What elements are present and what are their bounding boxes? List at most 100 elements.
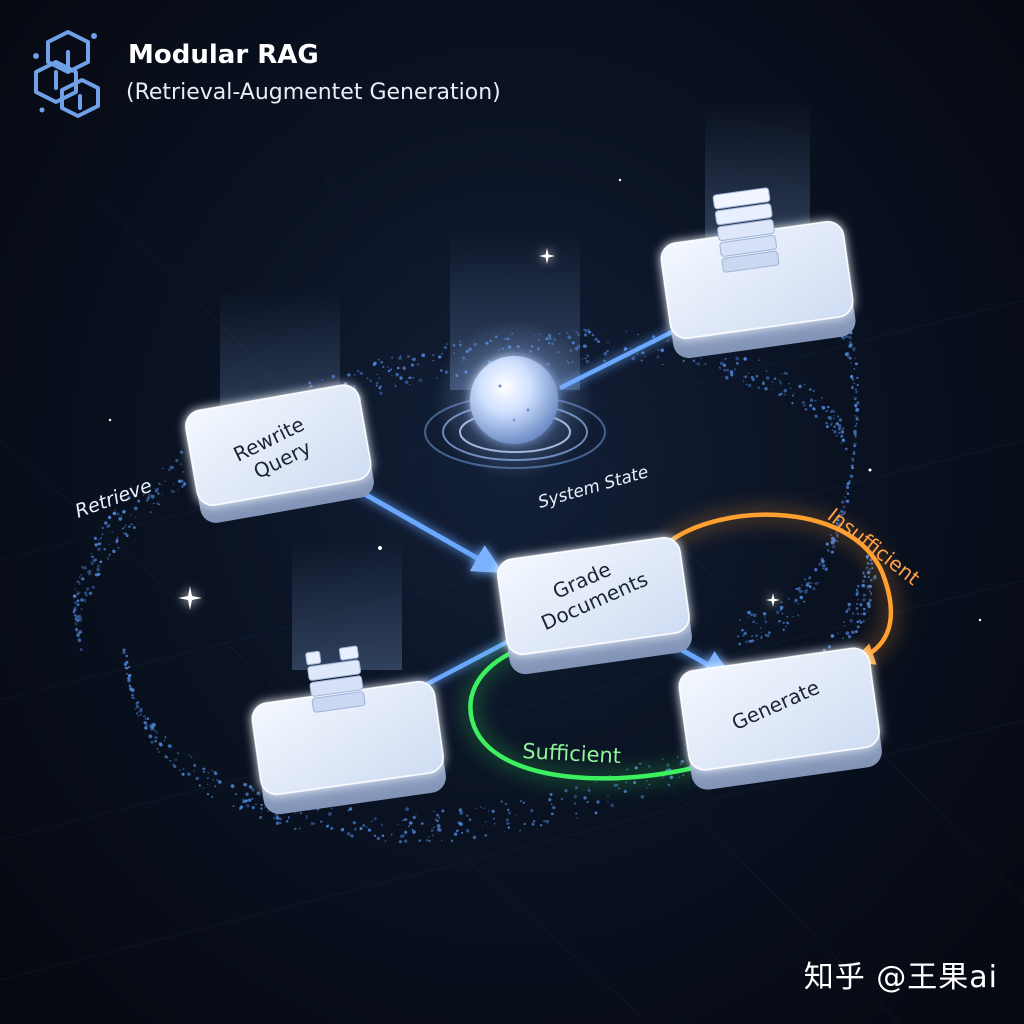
- particle-dot: [735, 356, 740, 361]
- particle-dot: [375, 384, 378, 387]
- particle-dot: [856, 612, 860, 615]
- particle-dot: [545, 819, 550, 824]
- particle-dot: [550, 803, 553, 805]
- particle-dot: [251, 787, 255, 792]
- particle-dot: [640, 794, 645, 799]
- particle-dot: [246, 804, 250, 808]
- particle-dot: [838, 431, 841, 435]
- particle-dot: [856, 401, 860, 404]
- particle-dot: [154, 740, 157, 743]
- particle-dot: [187, 772, 191, 776]
- particle-dot: [573, 802, 577, 805]
- particle-dot: [783, 393, 786, 396]
- particle-dot: [143, 721, 147, 725]
- rewrite-query-node[interactable]: Rewrite Query: [183, 383, 376, 526]
- particle-dot: [848, 341, 853, 345]
- particle-dot: [131, 694, 133, 697]
- particle-dot: [420, 822, 424, 825]
- particle-dot: [825, 421, 828, 425]
- particle-dot: [826, 549, 830, 552]
- particle-dot: [372, 362, 376, 367]
- particle-dot: [144, 725, 148, 730]
- particle-dot: [853, 429, 857, 434]
- particle-dot: [450, 839, 454, 842]
- particle-dot: [722, 363, 727, 367]
- grade-documents-node[interactable]: Grade Documents: [496, 536, 694, 676]
- particle-dot: [181, 772, 185, 776]
- particle-dot: [182, 471, 184, 473]
- particle-dot: [584, 357, 587, 360]
- particle-dot: [129, 687, 133, 691]
- particle-dot: [636, 353, 639, 355]
- particle-dot: [826, 425, 829, 429]
- particle-dot: [782, 628, 785, 632]
- particle-dot: [519, 829, 521, 832]
- particle-dot: [760, 631, 762, 633]
- particle-dot: [97, 542, 101, 546]
- particle-dot: [88, 591, 93, 596]
- particle-dot: [376, 373, 378, 376]
- particle-dot: [812, 587, 816, 591]
- particle-dot: [842, 502, 844, 504]
- particle-dot: [305, 816, 308, 819]
- particle-dot: [856, 620, 860, 624]
- particle-dot: [149, 483, 152, 486]
- particle-dot: [412, 815, 416, 820]
- database-stack-icon: [305, 645, 366, 713]
- particle-dot: [127, 673, 132, 678]
- particle-dot: [854, 414, 856, 417]
- particle-dot: [377, 358, 380, 361]
- particle-dot: [827, 415, 831, 420]
- particle-dot: [736, 362, 739, 365]
- particle-dot: [78, 637, 81, 640]
- modular-rag-logo-icon: [33, 30, 100, 118]
- particle-dot: [832, 545, 836, 549]
- header: Modular RAG (Retrieval-Augmentet Generat…: [28, 28, 588, 128]
- particle-dot: [845, 447, 848, 451]
- particle-dot: [842, 438, 845, 442]
- particle-dot: [73, 613, 77, 617]
- particle-dot: [491, 809, 495, 813]
- particle-dot: [260, 812, 263, 814]
- particle-dot: [853, 397, 857, 401]
- particle-dot: [752, 613, 757, 617]
- particle-dot: [764, 620, 768, 624]
- particle-dot: [376, 836, 381, 841]
- particle-dot: [76, 592, 80, 596]
- particle-dot: [567, 335, 572, 340]
- database-node-bottom[interactable]: [244, 636, 448, 816]
- particle-dot: [310, 821, 314, 826]
- particle-dot: [662, 363, 664, 366]
- particle-dot: [857, 627, 860, 629]
- particle-dot: [859, 620, 863, 624]
- particle-dot: [866, 570, 871, 575]
- particle-dot: [842, 637, 844, 640]
- particle-dot: [798, 589, 803, 594]
- particle-dot: [142, 494, 145, 496]
- particle-dot: [163, 739, 166, 742]
- particle-dot: [287, 816, 290, 818]
- particle-dot: [751, 635, 753, 637]
- particle-dot: [94, 558, 98, 562]
- particle-dot: [779, 605, 784, 610]
- particle-dot: [75, 628, 79, 632]
- particle-dot: [79, 648, 83, 651]
- particle-dot: [684, 744, 687, 746]
- particle-dot: [860, 613, 863, 616]
- particle-dot: [764, 387, 768, 391]
- particle-dot: [855, 390, 858, 394]
- generate-node[interactable]: Generate: [677, 646, 884, 792]
- particle-dot: [751, 639, 755, 643]
- particle-dot: [784, 621, 786, 624]
- particle-dot: [74, 588, 76, 590]
- particle-dot: [575, 786, 578, 790]
- database-node-top[interactable]: [653, 178, 857, 360]
- particle-dot: [169, 465, 173, 469]
- particle-dot: [857, 599, 859, 601]
- particle-dot: [797, 614, 800, 617]
- particle-dot: [238, 807, 242, 811]
- particle-dot: [833, 425, 836, 428]
- particle-dot: [116, 512, 120, 516]
- particle-dot: [328, 812, 332, 816]
